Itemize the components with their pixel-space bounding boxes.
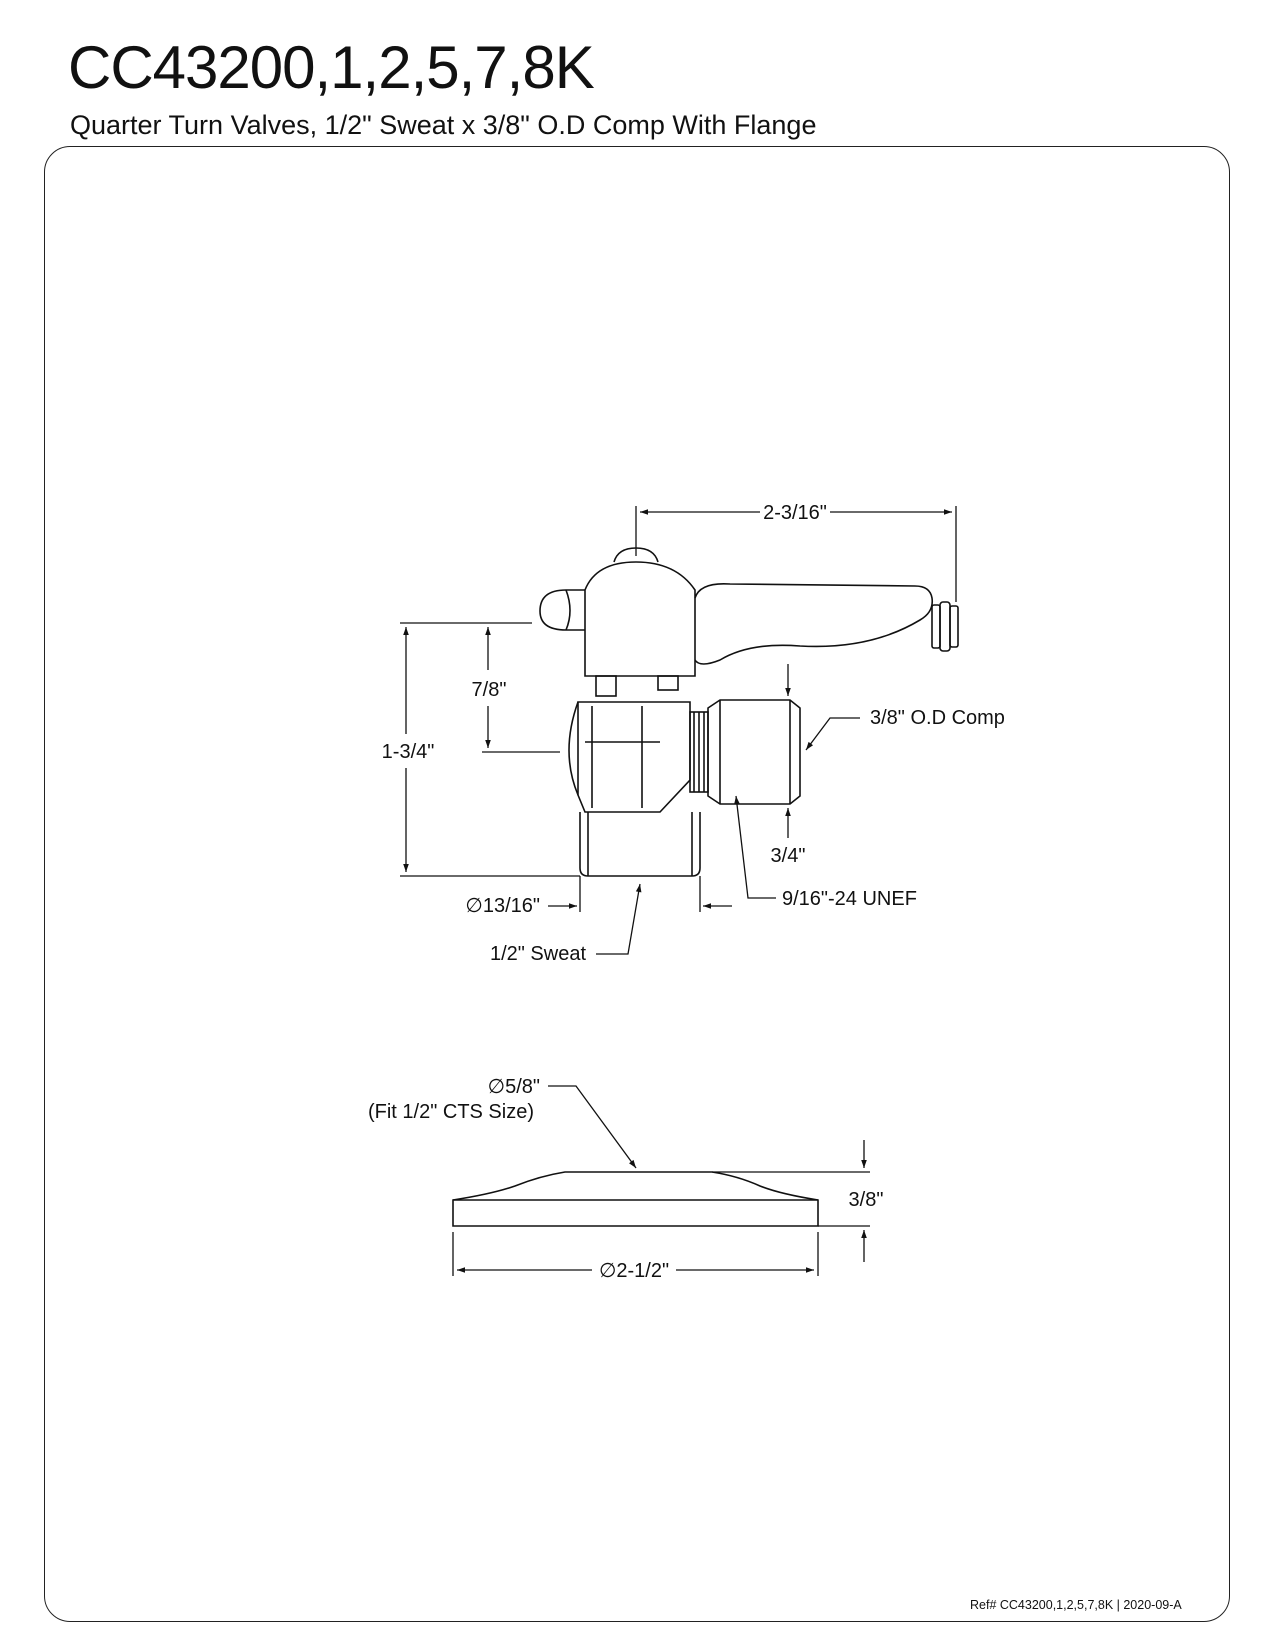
dim-inlet-label: 1/2" Sweat bbox=[490, 943, 586, 965]
drawing-frame bbox=[44, 146, 1230, 1622]
dim-inlet-diameter-label: ∅13/16" bbox=[465, 895, 540, 917]
valve-drawing bbox=[539, 547, 959, 877]
dim-flange-height-label: 3/8" bbox=[849, 1189, 884, 1211]
dim-thread-label: 9/16"-24 UNEF bbox=[782, 888, 917, 910]
flange-drawing bbox=[452, 1171, 819, 1227]
leader-line bbox=[596, 883, 642, 955]
reference-number: Ref# CC43200,1,2,5,7,8K | 2020-09-A bbox=[970, 1598, 1182, 1612]
handle-knob bbox=[539, 589, 585, 631]
dim-outlet-height-label: 3/4" bbox=[771, 845, 806, 867]
leader-line bbox=[734, 795, 776, 899]
handle-tip-ring bbox=[939, 601, 951, 652]
leader-line bbox=[805, 717, 860, 751]
dim-flange-diameter-label: ∅2-1/2" bbox=[599, 1260, 669, 1282]
page-subtitle: Quarter Turn Valves, 1/2" Sweat x 3/8" O… bbox=[70, 110, 817, 140]
valve-body bbox=[577, 701, 691, 813]
flange-labels: ∅5/8" (Fit 1/2" CTS Size) 3/8" ∅2-1/2" bbox=[368, 1076, 883, 1282]
handle-tip-ring bbox=[931, 604, 941, 649]
compression-nut bbox=[707, 699, 801, 805]
stop-tab bbox=[657, 675, 679, 691]
sweat-inlet bbox=[579, 812, 701, 877]
flange-dimensions bbox=[452, 1085, 870, 1276]
stem bbox=[595, 675, 617, 697]
leader-line bbox=[548, 1085, 637, 1169]
dim-hole-note: (Fit 1/2" CTS Size) bbox=[368, 1101, 534, 1123]
valve-body-curve bbox=[568, 701, 579, 796]
page-title: CC43200,1,2,5,7,8K bbox=[68, 34, 595, 101]
bonnet bbox=[584, 561, 696, 677]
dim-hole-label: ∅5/8" bbox=[488, 1076, 540, 1098]
valve-labels: 2-3/16" 7/8" 1-3/4" 3/8" O.D Comp 3/4" ∅… bbox=[382, 502, 1005, 965]
valve-dimensions bbox=[400, 506, 957, 955]
dim-outlet-label: 3/8" O.D Comp bbox=[870, 707, 1005, 729]
handle-tip-ring bbox=[949, 605, 959, 648]
flange-profile bbox=[452, 1171, 819, 1227]
dim-height-upper-label: 7/8" bbox=[472, 679, 507, 701]
dim-height-total-label: 1-3/4" bbox=[382, 741, 435, 763]
dim-width-label: 2-3/16" bbox=[763, 502, 827, 524]
lever-handle bbox=[694, 582, 934, 665]
